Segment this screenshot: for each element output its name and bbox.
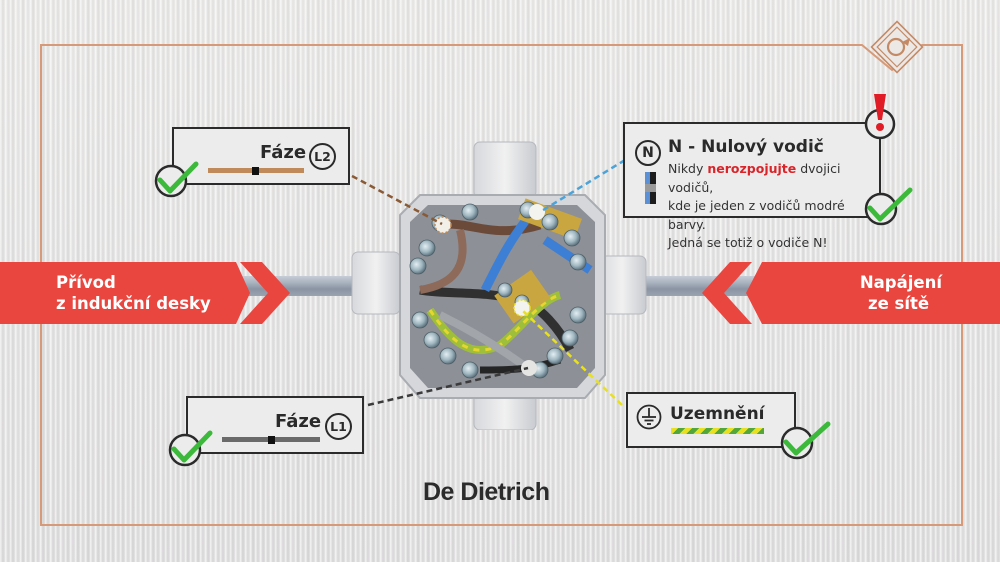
banner-left-line1: Přívod xyxy=(56,273,116,292)
badge-l1: L1 xyxy=(325,413,352,440)
exclamation-icon xyxy=(864,94,896,140)
neutral-line2: kde je jeden z vodičů modré barvy. xyxy=(668,198,845,232)
neutral-text-before: Nikdy xyxy=(668,161,708,176)
ground-wire-swatch xyxy=(671,428,764,434)
badge-n: N xyxy=(635,140,661,166)
junction-box-illustration xyxy=(351,141,647,430)
neutral-description: Nikdy nerozpojujte dvojici vodičů, kde j… xyxy=(668,160,878,253)
label-l1-title: Fáze xyxy=(275,411,322,432)
neutral-line3: Jedná se totiž o vodiče N! xyxy=(668,235,828,250)
post-horn-diamond-icon xyxy=(870,20,924,74)
banner-right-line1: Napájení xyxy=(859,273,942,292)
banner-left-line2: z indukční desky xyxy=(56,294,211,313)
check-icon-neutral xyxy=(864,187,913,226)
check-icon-l1 xyxy=(168,430,213,467)
chevron-right-double-icon xyxy=(0,262,290,324)
label-phase-l2 xyxy=(172,127,350,185)
badge-l2: L2 xyxy=(309,143,336,170)
ground-symbol-icon xyxy=(636,404,662,430)
neutral-text-after: dvojici vodičů, xyxy=(668,161,841,195)
wire-swatch-l2 xyxy=(208,166,304,175)
banner-napajeni: Napájení ze sítě xyxy=(700,262,1000,324)
neutral-wire-swatch xyxy=(645,172,656,204)
label-neutral xyxy=(623,122,881,218)
banner-prívod: Přívod z indukční desky xyxy=(0,262,292,324)
banner-right-line2: ze sítě xyxy=(868,294,930,313)
ground-title: Uzemnění xyxy=(670,404,765,424)
label-ground xyxy=(626,392,796,448)
check-icon-l2 xyxy=(154,161,199,198)
cable-right xyxy=(620,276,780,296)
neutral-warning-word: nerozpojujte xyxy=(707,161,797,176)
chevron-left-double-icon xyxy=(702,262,1000,324)
label-l2-title: Fáze xyxy=(260,142,307,163)
neutral-title: N - Nulový vodič xyxy=(668,137,824,157)
wire-swatch-l1 xyxy=(222,435,320,444)
check-icon-ground xyxy=(780,421,831,460)
brand-logo: De Dietrich xyxy=(423,478,550,506)
